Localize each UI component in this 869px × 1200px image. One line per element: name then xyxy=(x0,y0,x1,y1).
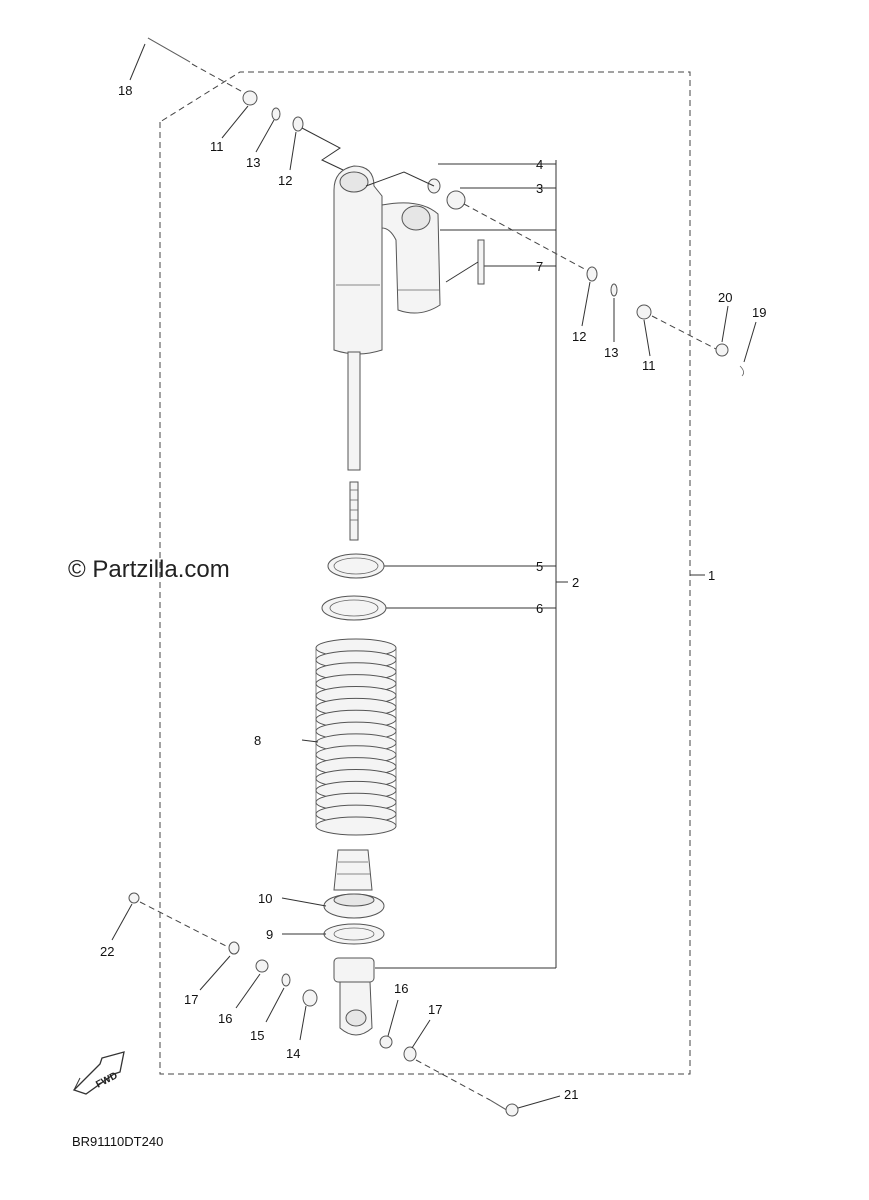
callout-13-upper-left: 13 xyxy=(246,155,260,170)
callout-12-right: 12 xyxy=(572,329,586,344)
callout-1: 1 xyxy=(708,568,715,583)
callout-6: 6 xyxy=(536,601,543,616)
callout-12-upper-left: 12 xyxy=(278,173,292,188)
upper-left-hardware xyxy=(221,90,361,179)
callout-2: 2 xyxy=(572,575,579,590)
callout-21: 21 xyxy=(564,1087,578,1102)
callout-11-upper-left: 11 xyxy=(210,139,224,154)
spring-seat-5 xyxy=(327,553,385,579)
callout-19: 19 xyxy=(752,305,766,320)
callout-17-left: 17 xyxy=(184,992,198,1007)
callout-4: 4 xyxy=(536,157,543,172)
spring-seat-9 xyxy=(323,923,385,945)
lower-hardware xyxy=(111,739,561,1117)
callout-13-right: 13 xyxy=(604,345,618,360)
callout-9: 9 xyxy=(266,927,273,942)
bump-rubber xyxy=(333,849,373,891)
fwd-arrow-icon: FWD xyxy=(72,1051,125,1095)
callout-17-right: 17 xyxy=(428,1002,442,1017)
coil-spring-8 xyxy=(315,638,397,836)
callout-10: 10 xyxy=(258,891,272,906)
callout-7: 7 xyxy=(536,259,543,274)
collars-3-4 xyxy=(365,171,591,273)
spring-coil xyxy=(315,816,397,836)
spring-seat-6 xyxy=(321,595,387,621)
bracket-2 xyxy=(375,160,705,969)
diagram-code: BR91110DT240 xyxy=(72,1134,163,1149)
callout-8: 8 xyxy=(254,733,261,748)
callout-20: 20 xyxy=(718,290,732,305)
spring-seat-10 xyxy=(323,893,385,919)
callout-11-right: 11 xyxy=(642,358,656,373)
callout-22: 22 xyxy=(100,944,114,959)
callout-14: 14 xyxy=(286,1046,300,1061)
lower-eye xyxy=(333,957,375,1036)
assembly-outline xyxy=(159,71,691,1075)
upper-right-hardware xyxy=(581,266,757,377)
bolt-18 xyxy=(129,37,251,97)
callout-5: 5 xyxy=(536,559,543,574)
callout-16-right: 16 xyxy=(394,981,408,996)
watermark: © Partzilla.com xyxy=(68,556,230,583)
callout-3: 3 xyxy=(536,181,543,196)
callout-15: 15 xyxy=(250,1028,264,1043)
callout-16-left: 16 xyxy=(218,1011,232,1026)
callout-18: 18 xyxy=(118,83,132,98)
shock-absorber-body xyxy=(333,165,441,541)
valve-7 xyxy=(445,239,485,285)
